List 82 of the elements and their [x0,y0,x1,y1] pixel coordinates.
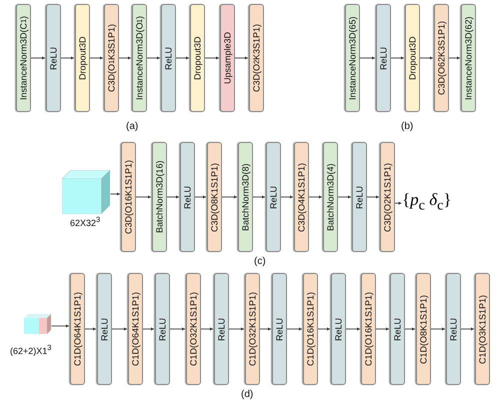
dimension-label: (62+2)X1$^{3}$ [10,343,52,356]
arrow [448,56,460,60]
layer-box: ReLU [46,4,60,112]
arrow [60,56,74,60]
arrow [30,56,46,60]
layer-box: C1D(O16K1S1P1) [360,273,376,385]
layer-box: ReLU [266,142,280,252]
arrow [118,56,132,60]
arrow [286,327,302,331]
layer-box: ReLU [376,4,390,112]
arrow [390,56,404,60]
arrow [376,327,390,331]
arrow [228,327,244,331]
layer-box: C3D(O2K1S1P1) [380,142,394,252]
layer-box: ReLU [272,273,286,385]
arrow [222,195,238,199]
panel-caption: (b) [401,121,414,132]
arrow [110,192,120,196]
arrow [460,327,474,331]
arrow [51,324,70,328]
layer-box: ReLU [390,273,404,385]
arrow [170,327,186,331]
layer-box: Dropout3D [404,4,420,112]
arrow [346,327,360,331]
arrow [366,195,380,199]
layer-box: ReLU [180,142,194,252]
layer-box: C3D(O62K3S1P1) [434,4,448,112]
layer-box: C1D(O8K1S1P1) [416,273,430,385]
arrow [142,327,154,331]
layer-box: BatchNorm3D(16) [152,142,166,252]
arrow [308,195,322,199]
panel-caption: (c) [254,256,266,267]
arrow [84,327,96,331]
arrow [318,327,330,331]
layer-box: C1D(O64K1S1P1) [128,273,142,385]
arrow [204,56,220,60]
layer-box: ReLU [214,273,228,385]
arrow [166,195,180,199]
layer-box: InstanceNorm3D(65) [344,4,360,112]
arrow [176,56,190,60]
arrow [90,56,104,60]
output-formula: {p$_{c}$ δ$_{c}$} [402,190,452,214]
arrow [394,202,402,205]
layer-box: ReLU [96,273,112,385]
layer-box: C1D(O3K1S1P1) [474,273,490,385]
arrow [430,327,446,331]
cube-drawing [62,170,110,214]
panel-caption: (a) [126,121,138,132]
layer-box: ReLU [154,273,170,385]
layer-box: C3D(O16K1S1P1) [120,142,136,252]
layer-box: BatchNorm3D(4) [322,142,338,252]
arrow [136,195,152,199]
arrow [360,56,376,60]
arrow [338,195,352,199]
arrow [404,327,416,331]
layer-box: Dropout3D [74,4,90,112]
arrow [112,327,128,331]
arrow [234,56,248,60]
layer-box: C3D(O4K1S1P1) [294,142,308,252]
layer-box: ReLU [160,4,176,112]
layer-box: C1D(O32K1S1P1) [186,273,200,385]
arrow [420,56,434,60]
arrow [200,327,214,331]
layer-box: InstanceNorm3D(62) [460,4,476,112]
layer-box: C3D(O8K1S1P1) [206,142,222,252]
layer-box: Dropout3D [190,4,204,112]
layer-box: C1D(O16K1S1P1) [302,273,318,385]
dimension-label: 62X32$^{3}$ [70,215,100,228]
layer-box: BatchNorm3D(8) [238,142,252,252]
layer-box: C1D(O64K1S1P1) [70,273,84,385]
arrow [252,195,266,199]
cube-drawing [24,314,51,334]
panel-caption: (d) [241,389,254,400]
arrow [146,56,160,60]
layer-box: ReLU [352,142,366,252]
layer-box: C1D(O32K1S1P1) [244,273,260,385]
arrow [260,327,272,331]
arrow [280,195,294,199]
layer-box: Upsample3D [220,4,234,112]
layer-box: ReLU [446,273,460,385]
layer-box: ReLU [330,273,346,385]
arrow [194,195,206,199]
